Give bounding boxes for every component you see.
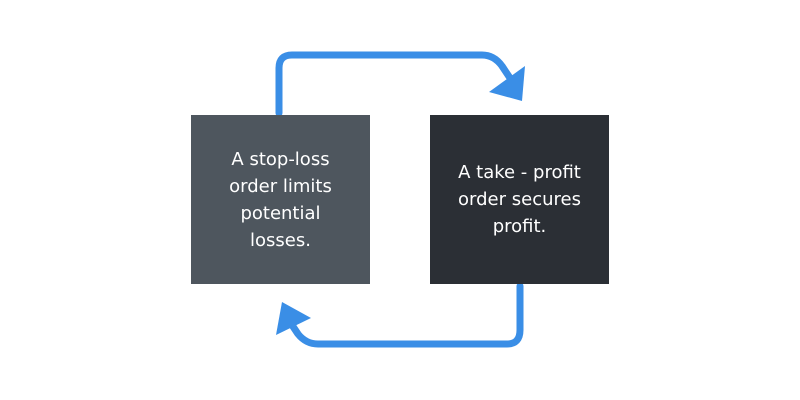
bottom-arrow-path [288,282,524,348]
take-profit-box: A take - profit order secures profit. [430,115,609,284]
bottom-arrowhead [276,302,311,335]
top-arrow-path [275,51,514,117]
stop-loss-box: A stop-loss order limits potential losse… [191,115,370,284]
top-arrowhead [489,66,525,101]
stop-loss-text: A stop-loss order limits potential losse… [229,148,332,251]
take-profit-text: A take - profit order secures profit. [458,162,581,237]
